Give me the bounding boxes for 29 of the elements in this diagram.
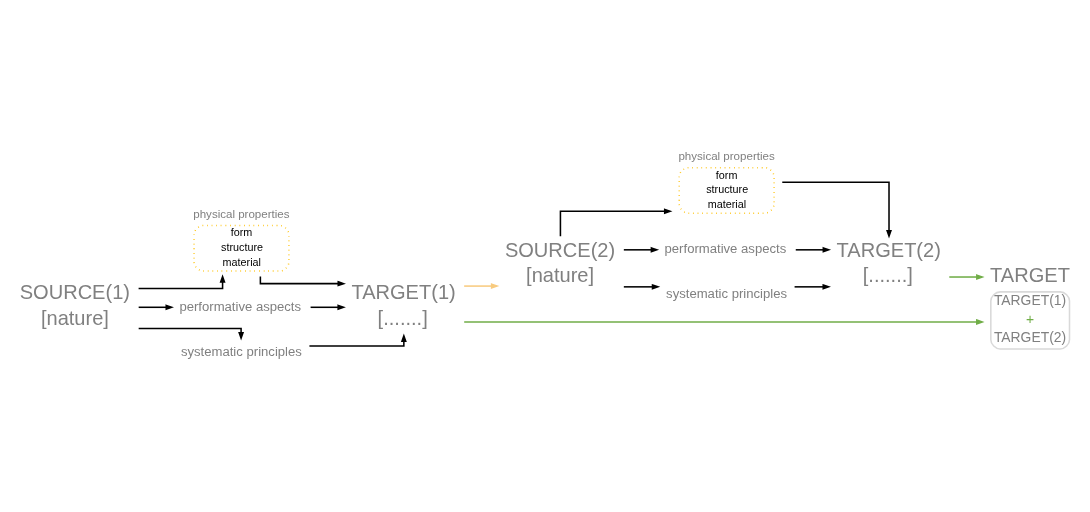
arrow: [559, 208, 673, 237]
arrow: [948, 274, 985, 280]
node-text: performative aspects: [664, 240, 787, 256]
node-text: SOURCE(2) [nature]: [504, 239, 616, 287]
node-text: performative aspects: [179, 298, 302, 314]
arrow: [795, 246, 832, 253]
arrow: [463, 283, 500, 290]
node-label: TARGET: [990, 263, 1070, 286]
node-text: systematic principles: [666, 285, 788, 301]
arrow: [137, 304, 174, 311]
node-text: TARGET(1) [.......]: [351, 281, 456, 329]
arrow: [309, 304, 346, 311]
node-text: systematic principles: [180, 343, 302, 359]
arrow: [781, 181, 892, 239]
node-box: form structure material: [678, 166, 775, 214]
node-text: SOURCE(1) [nature]: [19, 281, 130, 329]
node-label: physical properties: [193, 207, 290, 220]
node-box: TARGET(1) + TARGET(2): [990, 291, 1071, 350]
arrow: [137, 327, 245, 341]
node-box: form structure material: [193, 224, 290, 272]
node-text: TARGET(2) [.......]: [836, 239, 941, 287]
arrow: [793, 283, 831, 290]
arrow: [463, 318, 985, 325]
arrow: [259, 275, 346, 287]
arrow: [308, 333, 407, 347]
arrow: [623, 283, 661, 290]
arrow: [137, 274, 226, 290]
arrow: [623, 246, 660, 253]
node-label: physical properties: [678, 149, 775, 162]
